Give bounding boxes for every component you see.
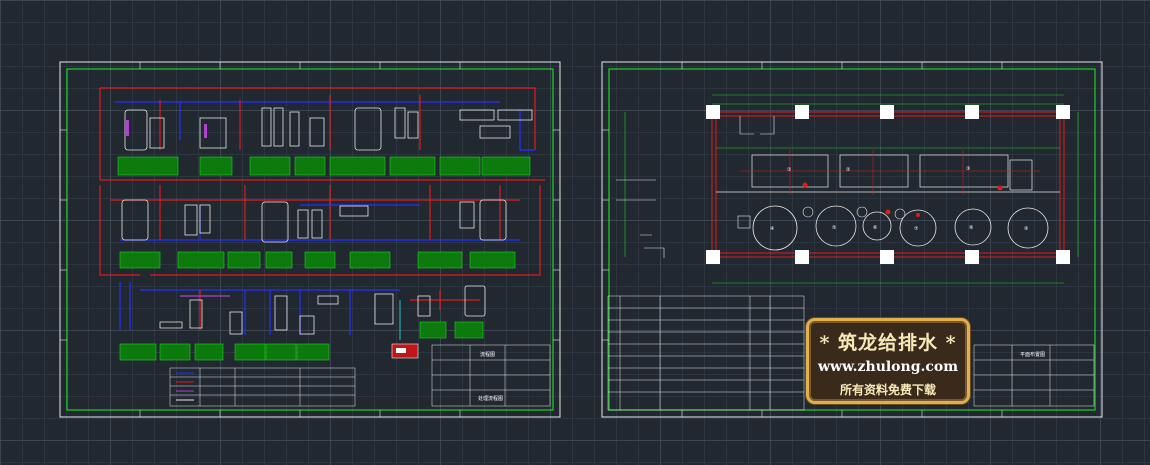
right-title-block <box>973 344 1095 407</box>
marker-7: ⑦ <box>914 226 919 232</box>
right-sheet-inner-frame <box>608 68 1096 411</box>
right-doors <box>616 116 775 258</box>
marker-1: ① <box>787 167 792 173</box>
right-sheet[interactable]: ① ② ③ ④ ⑤ ⑥ ⑦ ⑧ ⑨ 平面布置图 <box>601 61 1103 418</box>
marker-5: ⑤ <box>832 225 836 231</box>
right-equipment-center-lines <box>740 150 1040 195</box>
left-title-block <box>431 344 551 407</box>
left-sheet-outer-border <box>59 61 561 418</box>
left-row2-equipment-labels <box>119 251 516 269</box>
marker-3: ③ <box>966 166 970 172</box>
left-legend-symbols <box>176 372 194 401</box>
watermark-slogan: 所有资料免费下载 <box>839 383 936 397</box>
left-row1-chemical-dosing <box>126 120 207 138</box>
right-small-vessels <box>737 206 906 229</box>
left-row1-equipment-labels <box>117 156 531 176</box>
right-equipment-tanks-row <box>716 154 1060 193</box>
left-title-block-drawing-name: 处理流程图 <box>478 395 503 402</box>
right-circular-tanks <box>752 205 1049 251</box>
right-equipment-schedule-table <box>607 295 805 411</box>
left-row3-piping <box>119 282 480 340</box>
left-row3-equipment-labels <box>119 321 484 361</box>
marker-8: ⑧ <box>969 225 974 231</box>
right-equipment-numbers: ① ② ③ ④ ⑤ ⑥ ⑦ ⑧ ⑨ <box>770 166 1028 232</box>
marker-2: ② <box>846 167 851 173</box>
left-sheet-zone-ticks <box>60 62 560 417</box>
zhulong-watermark-badge: * 筑龙给排水 * www.zhulong.com 所有资料免费下载 <box>806 318 970 404</box>
left-legend-table <box>169 367 356 407</box>
left-sheet-inner-frame <box>66 68 554 411</box>
left-sheet[interactable]: 流程图 处理流程图 <box>59 61 561 418</box>
left-row1-equipment <box>124 107 533 151</box>
right-dimension-lines <box>624 94 1079 284</box>
left-row1-piping <box>99 87 545 181</box>
marker-9: ⑨ <box>1024 226 1028 232</box>
right-pump-markers <box>802 182 1003 217</box>
right-title-block-title: 平面布置图 <box>1020 351 1045 358</box>
left-row3-equipment <box>159 285 486 335</box>
marker-6: ⑥ <box>873 225 878 231</box>
left-title-block-title: 流程图 <box>480 351 495 358</box>
left-control-panel-display <box>396 348 406 353</box>
left-row2-equipment <box>121 199 507 243</box>
watermark-title: * 筑龙给排水 * <box>819 332 957 354</box>
marker-4: ④ <box>770 226 775 232</box>
right-building-columns <box>706 105 1070 264</box>
right-sheet-outer-border <box>601 61 1103 418</box>
left-row2-piping <box>99 185 541 276</box>
watermark-url: www.zhulong.com <box>817 359 959 375</box>
